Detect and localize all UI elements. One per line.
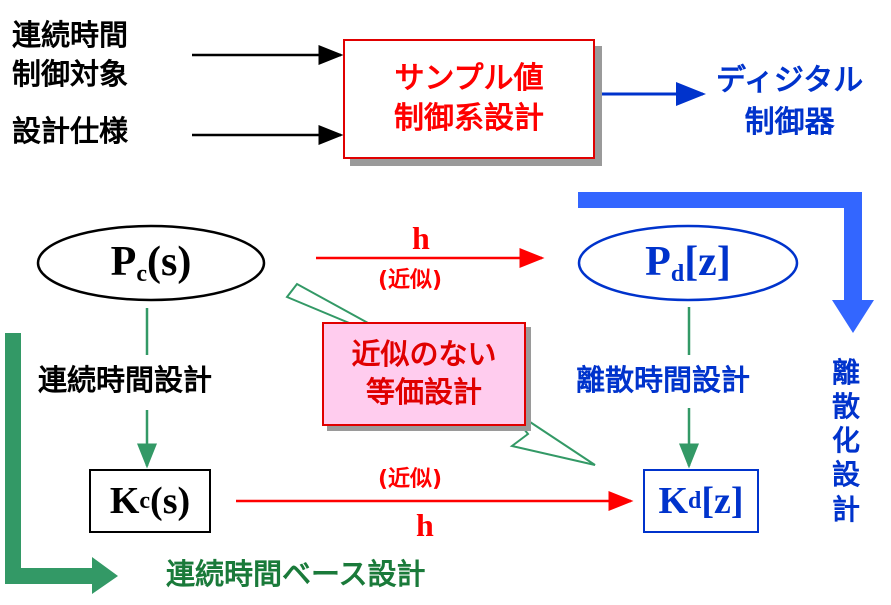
disc-char-1: 離 [832,356,861,389]
pc-text: Pc(s) [110,239,192,287]
bottom-h-label: h [416,507,434,543]
pc-node: Pc(s) [36,224,266,302]
equivalent-line2: 等価設計 [365,375,482,409]
disc-char-5: 計 [832,492,861,526]
pd-ellipse-shape [577,224,799,302]
top-h-label: h [412,220,430,256]
equivalent-line1: 近似のない [351,337,497,372]
plant-label-line1: 連続時間 [12,18,129,52]
pd-node: Pd[z] [577,224,799,302]
equivalent-design-box: 近似のない 等価設計 [322,322,526,426]
pc-ellipse-shape [36,224,266,302]
disc-char-3: 化 [832,424,861,458]
pd-text: Pd[z] [645,239,731,287]
main-box-line1: サンプル値 [394,60,544,96]
spec-label: 設計仕様 [12,114,129,148]
sampled-data-design-box: サンプル値 制御系設計 [343,39,595,159]
discretization-design-label: 離 散 化 設 計 [832,356,860,527]
output-line1: ディジタル [716,63,864,98]
main-box-line2: 制御系設計 [394,101,544,136]
bottom-approx-label: (近似) [378,467,443,492]
plant-label: 連続時間 制御対象 [12,16,128,94]
output-line2: 制御器 [744,105,835,140]
plant-label-line2: 制御対象 [12,56,129,91]
disc-char-2: 散 [832,390,861,424]
cont-base-arrow [5,333,118,594]
top-approx-label: (近似) [378,268,443,293]
disc-char-4: 設 [832,458,861,492]
discretize-arrow [578,192,874,333]
continuous-time-design-label: 連続時間設計 [38,363,213,397]
continuous-base-design-label: 連続時間ベース設計 [166,557,426,591]
discrete-time-design-label: 離散時間設計 [576,363,751,397]
digital-controller-label: ディジタル 制御器 [716,60,863,144]
